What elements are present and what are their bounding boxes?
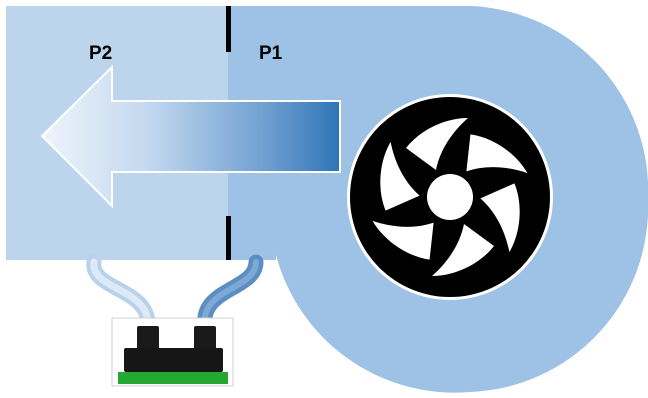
divider-wall-top — [226, 6, 231, 52]
pressure-tube-p1-highlight — [201, 259, 259, 329]
port-label-p1: P1 — [259, 43, 283, 64]
divider-wall-bottom — [226, 216, 231, 260]
differential-pressure-sensor-icon — [111, 317, 234, 387]
pressure-tube-p1 — [197, 254, 264, 334]
airflow-arrow — [40, 64, 341, 209]
pressure-tube-p2-highlight — [90, 258, 152, 330]
port-label-p2: P2 — [89, 43, 112, 64]
blower-fan-icon — [347, 94, 553, 300]
